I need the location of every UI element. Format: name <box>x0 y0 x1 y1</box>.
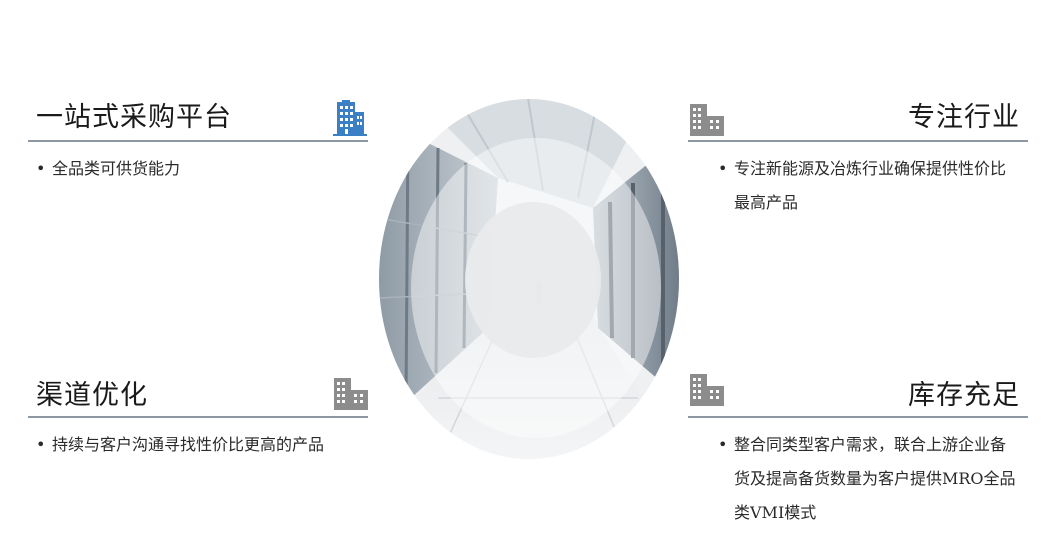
bullet-text: 货及提高备货数量为客户提供MRO全品 <box>734 469 1016 488</box>
section-title: 一站式采购平台 <box>36 102 232 133</box>
bullet-dot: • <box>36 159 46 178</box>
bullet-text: 最高产品 <box>734 193 799 212</box>
section-title: 渠道优化 <box>36 380 148 411</box>
bullet-dot: • <box>718 159 728 178</box>
bullet-text: 持续与客户沟通寻找性价比更高的产品 <box>52 435 325 454</box>
building-icon <box>690 104 724 136</box>
bullet-text: 专注新能源及冶炼行业确保提供性价比 <box>734 159 1007 178</box>
bullet-text: 整合同类型客户需求，联合上游企业备 <box>734 435 1007 454</box>
bullet-text: 类VMI模式 <box>734 503 817 522</box>
corridor-photo-circle <box>379 99 679 459</box>
building-icon <box>690 374 724 406</box>
bullet-text: 全品类可供货能力 <box>52 159 181 178</box>
bullet-item: • 专注新能源及冶炼行业确保提供性价比 最高产品 <box>718 152 1028 220</box>
bullet-dot: • <box>36 435 46 454</box>
divider <box>688 416 1028 418</box>
bullet-item: • 持续与客户沟通寻找性价比更高的产品 <box>36 428 366 462</box>
building-icon <box>333 100 367 136</box>
divider <box>688 140 1028 142</box>
building-icon <box>334 378 368 410</box>
bullet-item: • 全品类可供货能力 <box>36 152 356 186</box>
section-title: 库存充足 <box>908 380 1020 411</box>
divider <box>28 416 368 418</box>
bullet-dot: • <box>718 435 728 454</box>
divider <box>28 140 368 142</box>
section-title: 专注行业 <box>908 102 1020 133</box>
bullet-item: • 整合同类型客户需求，联合上游企业备 货及提高备货数量为客户提供MRO全品 类V… <box>718 428 1028 530</box>
